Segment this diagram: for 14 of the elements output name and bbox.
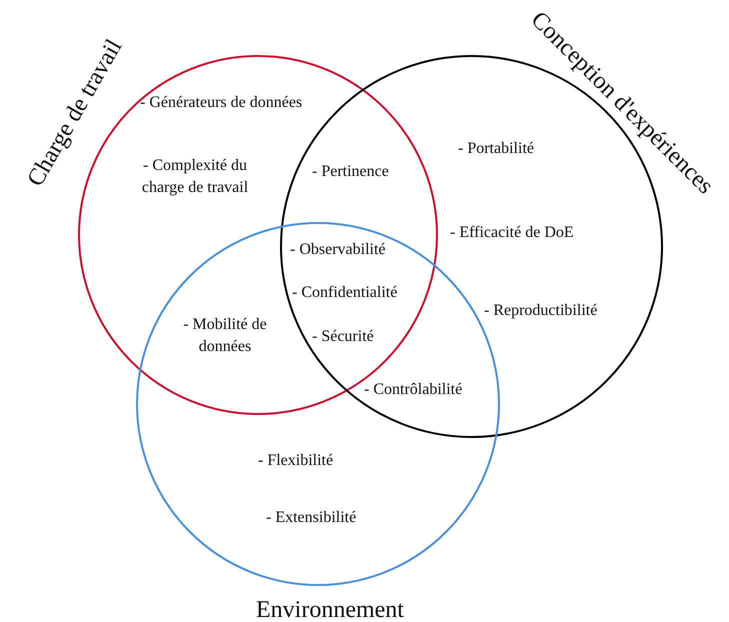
property-label: - Complexité du charge de travail — [140, 156, 250, 198]
property-label: - Pertinence — [312, 162, 389, 182]
property-label: - Flexibilité — [258, 451, 334, 471]
property-label: - Confidentialité — [292, 283, 398, 303]
property-label: - Sécurité — [312, 327, 374, 347]
property-label: - Extensibilité — [266, 508, 356, 528]
property-label: - Mobilité de données — [182, 315, 268, 357]
property-label: - Efficacité de DoE — [450, 223, 574, 243]
property-label: - Portabilité — [458, 139, 534, 159]
property-label: - Contrôlabilité — [364, 380, 462, 400]
property-label: - Générateurs de données — [140, 93, 302, 113]
set-title: Environnement — [256, 596, 404, 622]
property-label: - Reproductibilité — [484, 301, 598, 321]
property-label: - Observabilité — [290, 240, 386, 260]
